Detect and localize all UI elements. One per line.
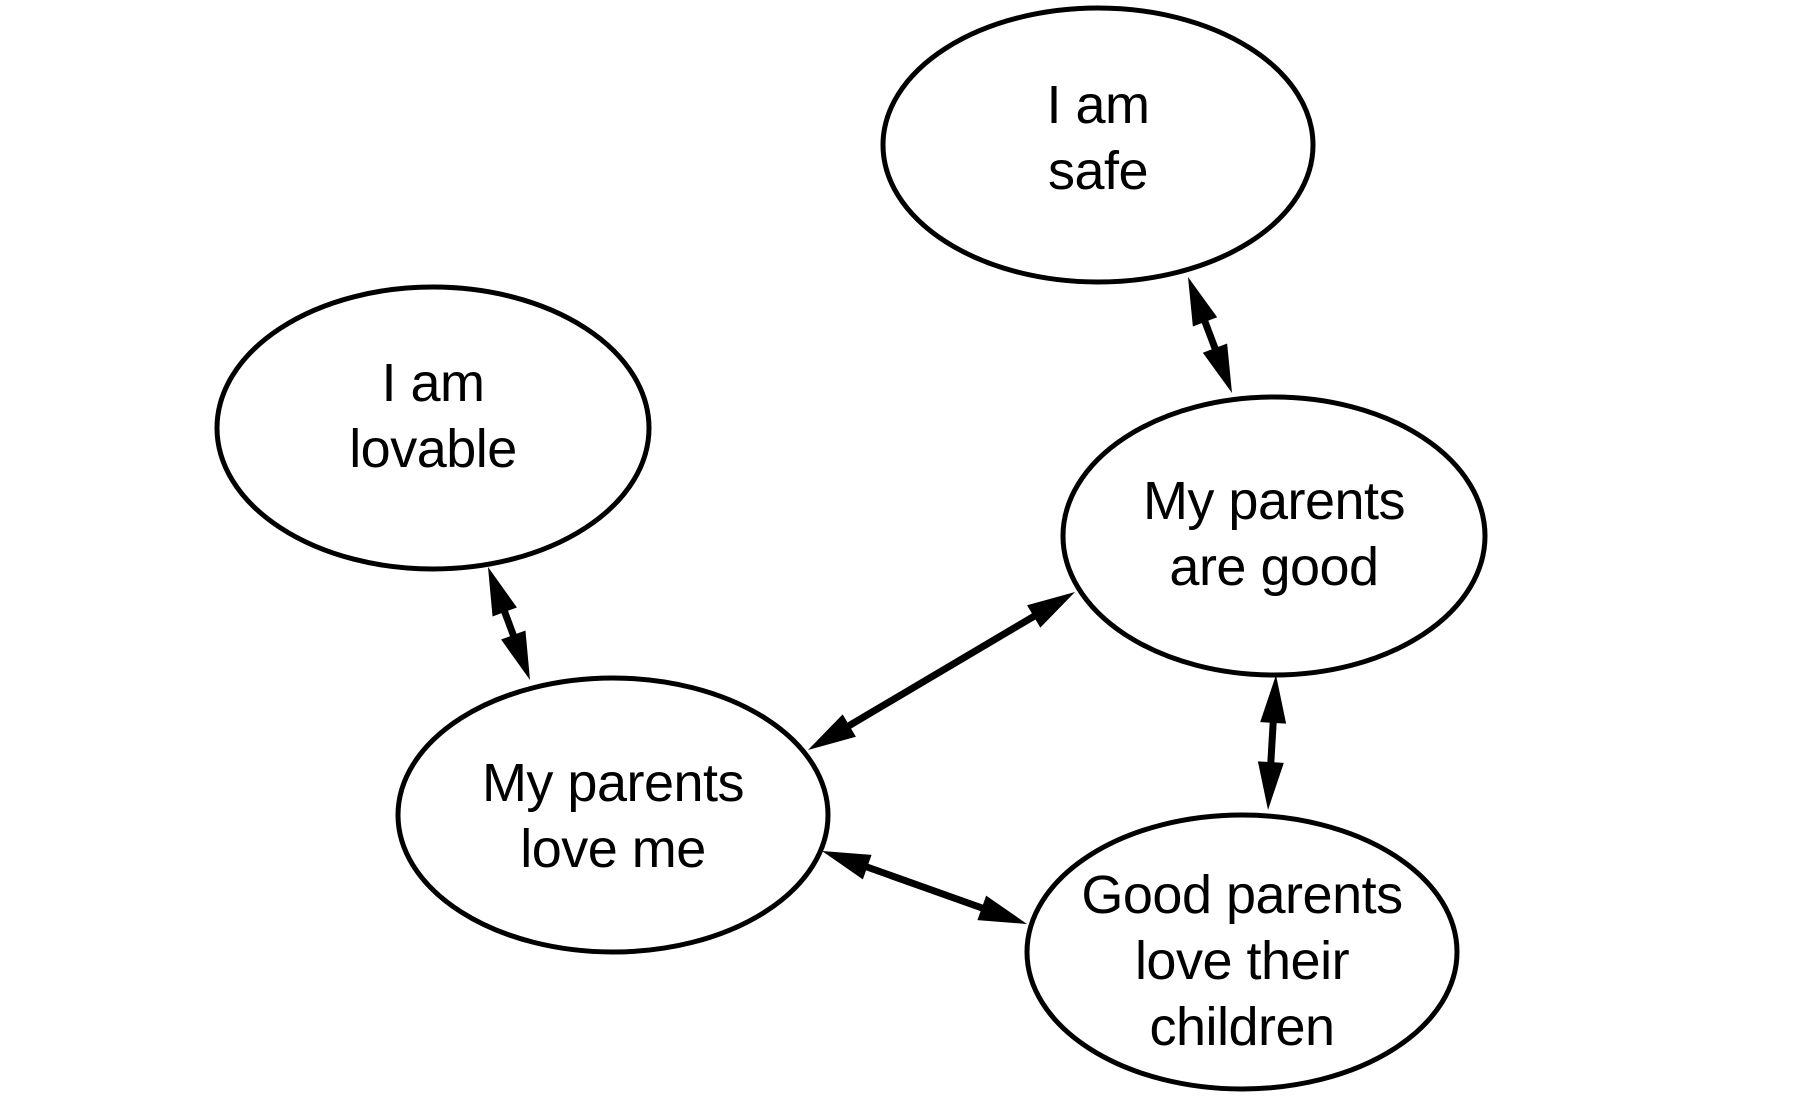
node-i-am-safe-shape xyxy=(880,5,1316,285)
node-my-parents-are-good-shape xyxy=(1060,394,1488,678)
node-label-line: love their xyxy=(1135,931,1350,991)
arrowhead-icon xyxy=(822,851,872,880)
arrowhead-icon xyxy=(1202,343,1232,393)
node-label-line: are good xyxy=(1169,537,1378,597)
arrowhead-icon xyxy=(501,630,530,680)
edge-love-me--good-parents-shaft xyxy=(857,860,992,915)
edge-are-good--love-me xyxy=(808,592,1075,750)
node-good-parents-love-their-children-shape xyxy=(1024,812,1460,1092)
node-label-line: Good parents xyxy=(1081,865,1402,925)
arrowhead-icon xyxy=(1260,675,1287,724)
node-label-line: safe xyxy=(1048,141,1148,201)
arrowhead-icon xyxy=(808,714,856,750)
edge-love-me--good-parents xyxy=(822,851,1027,924)
arrowhead-icon xyxy=(1188,277,1218,327)
arrowhead-icon xyxy=(488,567,517,617)
arrowhead-icon xyxy=(977,895,1027,924)
arrowhead-icon xyxy=(1257,761,1284,810)
node-label-line: love me xyxy=(520,819,706,879)
arrowhead-icon xyxy=(1027,592,1075,628)
edge-safe--are-good xyxy=(1188,277,1232,393)
node-label-line: children xyxy=(1149,997,1334,1057)
edge-are-good--love-me-shaft xyxy=(839,608,1044,734)
node-label-line: My parents xyxy=(1143,471,1405,531)
node-i-am-lovable-shape xyxy=(214,284,652,572)
node-my-parents-love-me-shape xyxy=(395,675,831,955)
node-label-line: I am xyxy=(381,353,484,413)
node-label-line: I am xyxy=(1046,75,1149,135)
node-label-line: lovable xyxy=(349,419,517,479)
edge-are-good--good-parents xyxy=(1257,675,1287,810)
node-label-line: My parents xyxy=(482,753,744,813)
edge-are-good--good-parents-shaft xyxy=(1266,713,1278,772)
edge-lovable--love-me xyxy=(488,567,530,680)
